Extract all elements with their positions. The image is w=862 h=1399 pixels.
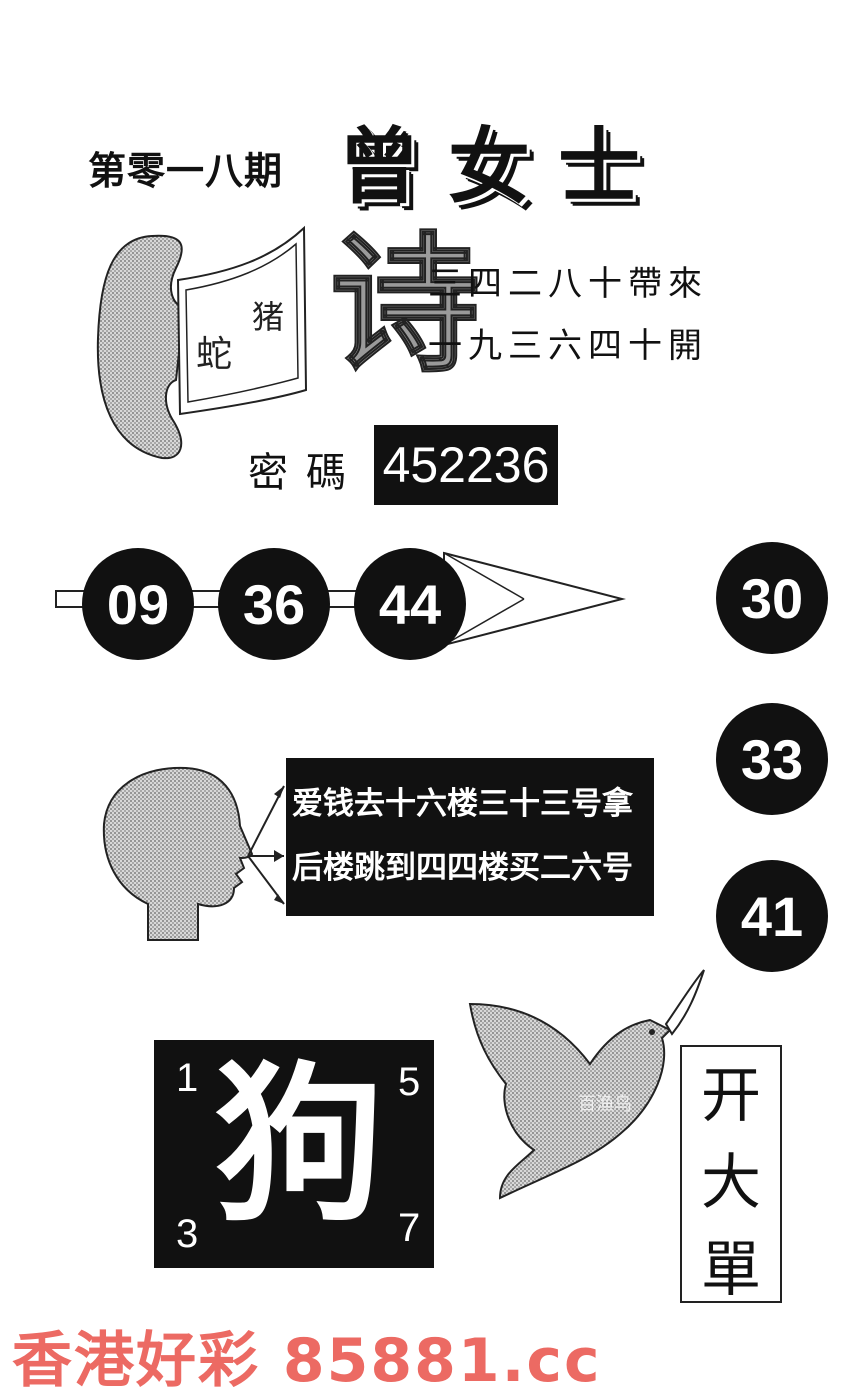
vertical-char: 开 [701, 1061, 761, 1131]
number-ball: 33 [716, 703, 828, 815]
dove-text: 百渔鸟 [578, 1094, 632, 1115]
card-char-bottom: 蛇 [196, 334, 232, 375]
dog-number: 7 [398, 1206, 421, 1250]
issue-number: 第零一八期 [88, 149, 284, 193]
message-line-2: 后楼跳到四四楼买二六号 [292, 850, 633, 886]
head-icon [102, 766, 285, 941]
vertical-char: 單 [701, 1235, 761, 1305]
card-char-top: 猪 [252, 298, 284, 336]
watermark: 香港好彩 85881.cc [12, 1326, 602, 1396]
poem-line-2: 一九三六四十開 [428, 326, 708, 366]
number-ball: 41 [716, 860, 828, 972]
phone-icon: 猪 蛇 [96, 225, 308, 460]
number-ball: 30 [716, 542, 828, 654]
number-ball: 36 [218, 548, 330, 660]
dove-icon: 百渔鸟 [468, 969, 705, 1200]
vertical-text-box: 开 大 單 [680, 1045, 782, 1305]
dog-char: 狗 [214, 1045, 385, 1245]
vertical-char: 大 [701, 1148, 761, 1218]
message-line-1: 爱钱去十六楼三十三号拿 [292, 786, 633, 822]
message-box: 爱钱去十六楼三十三号拿 后楼跳到四四楼买二六号 [286, 758, 654, 916]
number-ball: 44 [354, 548, 466, 660]
dog-number: 5 [398, 1060, 421, 1104]
brand-title: 曾女士 [338, 119, 669, 215]
dog-number: 1 [176, 1056, 199, 1100]
code-value: 452236 [374, 425, 558, 505]
code-label: 密碼 [248, 450, 364, 496]
number-ball: 09 [82, 548, 194, 660]
poem-line-1: 三四二八十帶來 [428, 264, 708, 304]
dog-box: 狗 1 5 3 7 [154, 1040, 434, 1268]
poem-big-char: 诗 [329, 217, 481, 393]
dog-number: 3 [176, 1212, 199, 1256]
